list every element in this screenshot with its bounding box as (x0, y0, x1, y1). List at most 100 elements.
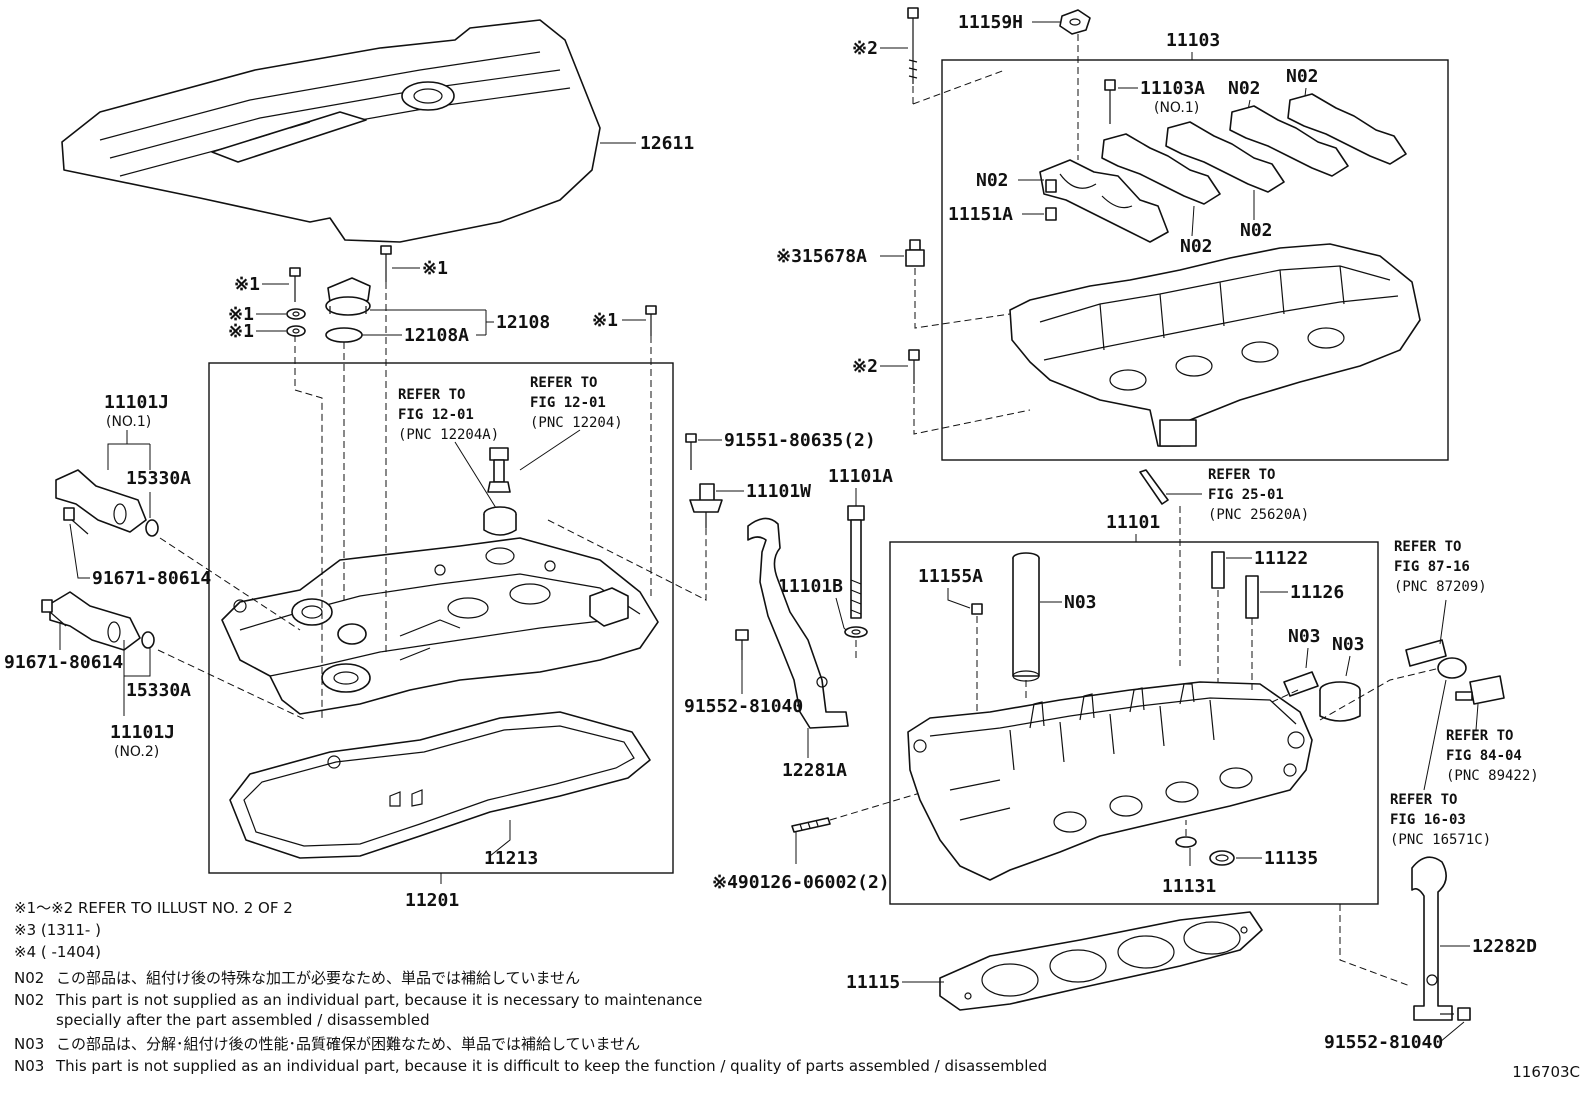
label-N03-a: N03 (1064, 592, 1097, 613)
bolt-mark1-a (289, 267, 301, 302)
washer-mark1-c (286, 325, 306, 337)
label-11122: 11122 (1254, 548, 1308, 569)
label-11101J-2-sub: (NO.2) (114, 744, 159, 760)
label-11115: 11115 (846, 972, 900, 993)
cylinder-head-cover (221, 537, 659, 715)
seal-11122 (1211, 551, 1225, 589)
frame-11101 (889, 541, 1379, 905)
camshaft-bearing-caps (1039, 93, 1407, 243)
pcv-valve (487, 447, 511, 493)
label-11155A: 11155A (918, 566, 983, 587)
label-12281A: 12281A (782, 760, 847, 781)
label-11101J-1: 11101J (104, 392, 169, 413)
label-11159H: 11159H (958, 12, 1023, 33)
label-11131: 11131 (1162, 876, 1216, 897)
bolt-91671-b (41, 599, 67, 627)
svg-text:REFER TO: REFER TO (1446, 728, 1513, 744)
engine-cover-12611 (61, 19, 601, 243)
bolt-11103A (1104, 79, 1116, 124)
label-91671-a: 91671-80614 (92, 568, 211, 589)
bolt-91552-b (1440, 1007, 1471, 1021)
label-mark1-e: ※1 (592, 310, 618, 331)
svg-text:(PNC 12204A): (PNC 12204A) (398, 427, 499, 443)
camshaft-housing (1009, 243, 1421, 447)
label-mark1-a: ※1 (234, 274, 260, 295)
label-N02-b: N02 (1228, 78, 1261, 99)
label-91552-a: 91552-81040 (684, 696, 803, 717)
bolt-91551 (685, 433, 697, 470)
label-N03-c: N03 (1332, 634, 1365, 655)
label-12611: 12611 (640, 133, 694, 154)
svg-text:FIG 12-01: FIG 12-01 (530, 395, 606, 411)
svg-text:REFER TO: REFER TO (398, 387, 465, 403)
label-11101A: 11101A (828, 466, 893, 487)
pipe-87209 (1405, 639, 1447, 667)
label-12282D: 12282D (1472, 936, 1537, 957)
gasket-12108A (325, 327, 363, 343)
label-N02-a: N02 (1286, 66, 1319, 87)
svg-text:FIG 16-03: FIG 16-03 (1390, 812, 1466, 828)
ocv-no2 (49, 591, 155, 651)
bolt-mark2-b (908, 349, 920, 384)
svg-text:(PNC 89422): (PNC 89422) (1446, 768, 1539, 784)
washer-11101B (844, 626, 868, 638)
label-11126: 11126 (1290, 582, 1344, 603)
ring-16571C (1437, 657, 1467, 679)
bolt-mark2-a (907, 7, 919, 84)
svg-text:REFER TO: REFER TO (1208, 467, 1275, 483)
label-N02-e: N02 (1240, 220, 1273, 241)
label-91552-b: 91552-81040 (1324, 1032, 1443, 1053)
oil-filler-cap-12108 (325, 277, 371, 316)
frame-11103 (941, 59, 1449, 461)
label-11151A: 11151A (948, 204, 1013, 225)
label-mark1-d: ※1 (422, 258, 448, 279)
svg-text:REFER TO: REFER TO (1394, 539, 1461, 555)
guide-N03-a (1012, 552, 1040, 682)
svg-text:FIG 87-16: FIG 87-16 (1394, 559, 1470, 575)
svg-text:(PNC 25620A): (PNC 25620A) (1208, 507, 1309, 523)
label-15330A-2: 15330A (126, 680, 191, 701)
svg-text:REFER TO: REFER TO (530, 375, 597, 391)
label-11213: 11213 (484, 848, 538, 869)
label-11103A: 11103A (1140, 78, 1205, 99)
stud-bolt-11101A (847, 505, 865, 619)
sensor-11101W (689, 483, 723, 528)
stud-25620A (1139, 469, 1169, 505)
illustration-code: 116703C (1512, 1063, 1580, 1081)
label-91551: 91551-80635(2) (724, 430, 876, 451)
svg-text:REFER TO: REFER TO (1390, 792, 1457, 808)
label-11101B: 11101B (778, 576, 843, 597)
label-mark2-b: ※2 (852, 356, 878, 377)
pin-11155A (971, 603, 983, 615)
refer-12204A: REFER TO FIG 12-01 (PNC 12204A) (398, 387, 499, 443)
label-11201: 11201 (405, 890, 459, 911)
head-gasket-11115 (939, 911, 1263, 1011)
plug-N03-c (1319, 681, 1361, 722)
svg-text:FIG 84-04: FIG 84-04 (1446, 748, 1522, 764)
note-3: ※4 ( -1404) (14, 943, 101, 961)
svg-text:(PNC 12204): (PNC 12204) (530, 415, 623, 431)
washer-mark1-b (286, 308, 306, 320)
sensor-89422 (1455, 675, 1505, 705)
refer-16571C: REFER TO FIG 16-03 (PNC 16571C) (1390, 792, 1491, 848)
bolt-91671-a (63, 507, 89, 535)
label-15678A: ※315678A (776, 246, 867, 267)
label-mark1-c: ※1 (228, 321, 254, 342)
pin-11151A (1045, 207, 1057, 221)
svg-text:FIG 25-01: FIG 25-01 (1208, 487, 1284, 503)
seal-11131 (1175, 836, 1197, 848)
ocv-no1 (55, 469, 159, 537)
refer-25620A: REFER TO FIG 25-01 (PNC 25620A) (1208, 467, 1309, 523)
cylinder-head (907, 681, 1313, 881)
sensor-15678A (905, 239, 925, 267)
bolt-mark1-d (380, 245, 392, 282)
bolt-mark1-e (645, 305, 657, 336)
svg-text:(PNC 16571C): (PNC 16571C) (1390, 832, 1491, 848)
engine-hanger-12282D (1411, 856, 1453, 1021)
note-2: ※3 (1311- ) (14, 921, 101, 939)
refer-89422: REFER TO FIG 84-04 (PNC 89422) (1446, 728, 1539, 784)
label-N02-c: N02 (976, 170, 1009, 191)
